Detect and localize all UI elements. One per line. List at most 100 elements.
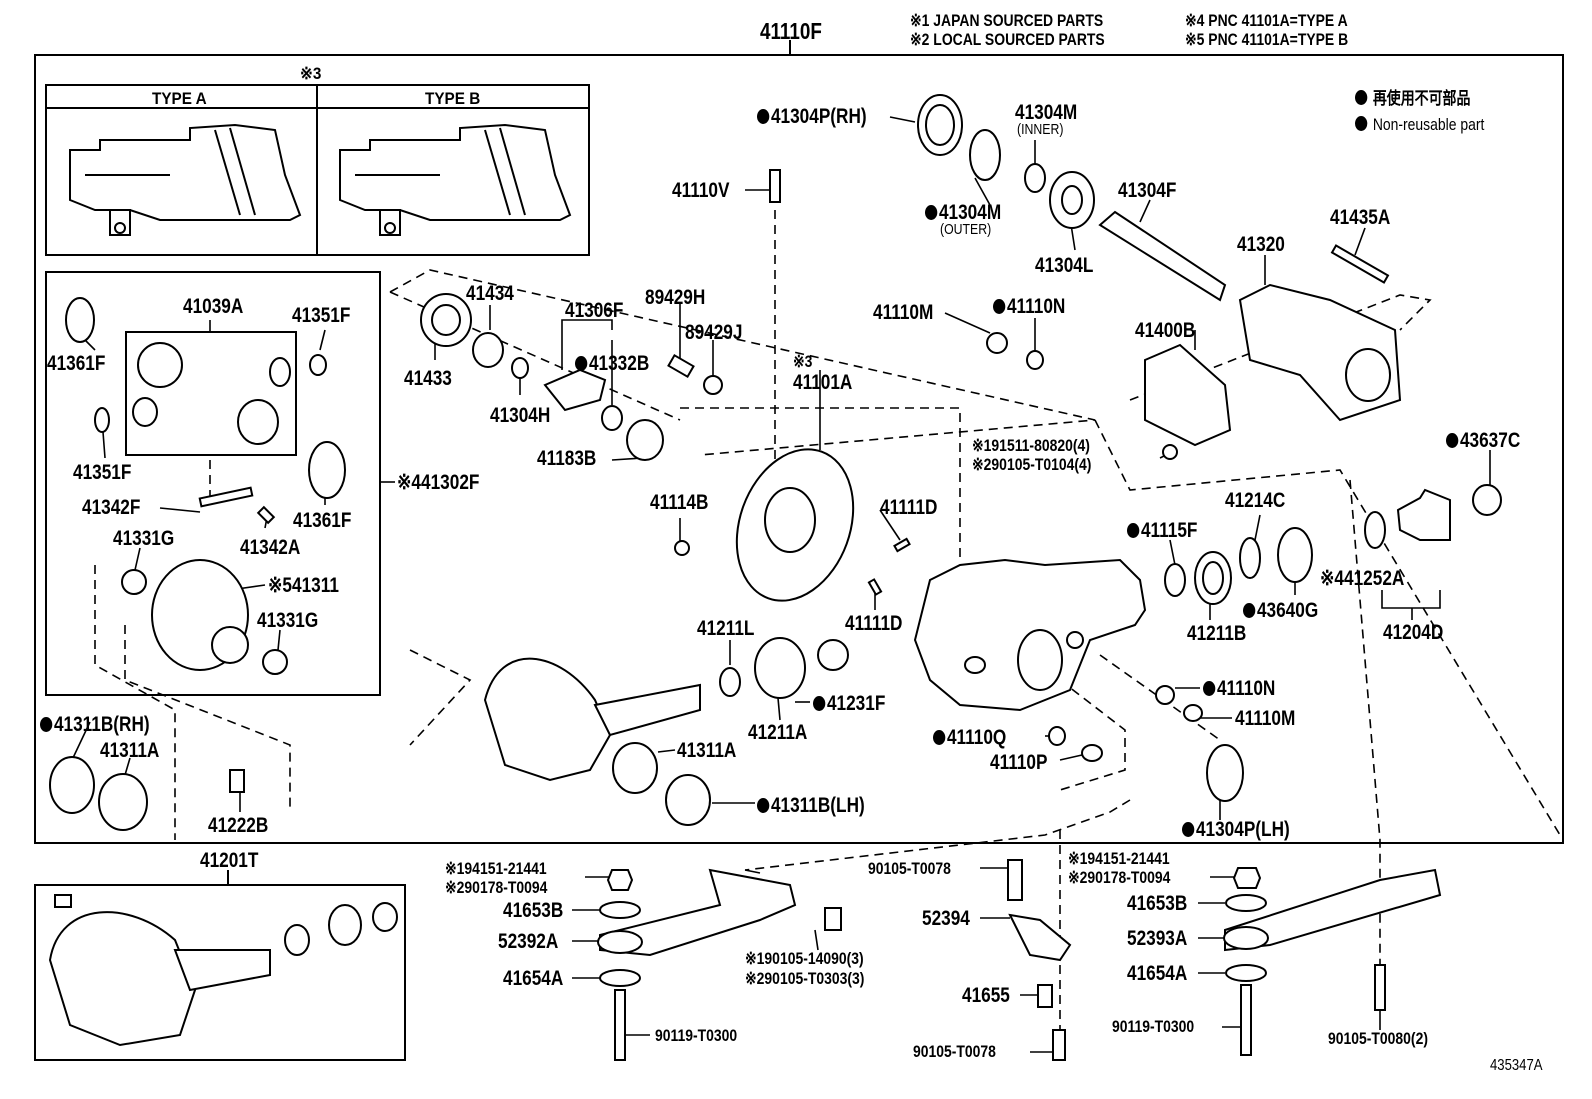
label-41311B-RH: 41311B(RH) [40, 714, 150, 735]
label-43637C: 43637C [1446, 430, 1520, 451]
non-reusable-dot-icon [1127, 523, 1140, 538]
non-reusable-dot-icon [1355, 116, 1368, 131]
label-41351F-b: 41351F [73, 461, 132, 484]
label-41654A-l: 41654A [503, 967, 564, 990]
label-bolt-jp: ※191511-80820(4) [972, 436, 1090, 455]
label-41400B: 41400B [1135, 319, 1196, 342]
assembly-code: 41110F [760, 18, 822, 44]
label-inner: (INNER) [1017, 121, 1064, 138]
label-41211L: 41211L [697, 617, 755, 640]
non-reusable-dot-icon [1203, 681, 1216, 696]
label-89429H: 89429H [645, 286, 706, 309]
label-41204D: 41204D [1383, 621, 1444, 644]
label-41304M-outer: 41304M [925, 202, 1001, 223]
label-41331G-b: 41331G [257, 609, 319, 632]
label-41304P-RH: 41304P(RH) [757, 106, 867, 127]
label-41302F: ※441302F [397, 471, 480, 494]
label-41183B: 41183B [537, 447, 597, 470]
label-41114B: 41114B [650, 491, 709, 514]
label-43640G: 43640G [1243, 600, 1318, 621]
label-41101A: 41101A [793, 371, 853, 394]
diagram-id: 435347A [1490, 1057, 1543, 1074]
label-41331G-a: 41331G [113, 527, 175, 550]
label-41214C: 41214C [1225, 489, 1286, 512]
non-reusable-dot-icon [1446, 433, 1459, 448]
note-type-b: ※5 PNC 41101A=TYPE B [1185, 30, 1349, 49]
non-reusable-dot-icon [933, 730, 946, 745]
label-41361F-b: 41361F [293, 509, 352, 532]
label-41110V: 41110V [672, 179, 730, 202]
label-52393A: 52393A [1127, 927, 1188, 950]
label-41110Q: 41110Q [933, 727, 1006, 748]
type-b-housing [339, 123, 572, 236]
non-reusable-dot-icon [1243, 603, 1256, 618]
label-90119-l: 90119-T0300 [655, 1026, 738, 1045]
label-41222B: 41222B [208, 814, 269, 837]
label-90105-T0078-b: 90105-T0078 [913, 1042, 996, 1061]
label-41311A-l: 41311A [100, 739, 160, 762]
label-41311: ※541311 [268, 574, 339, 597]
note-type-a: ※4 PNC 41101A=TYPE A [1185, 11, 1348, 30]
label-41361F-a: 41361F [47, 352, 106, 375]
label-nut-l-jp: ※194151-21441 [445, 859, 547, 878]
label-ref3b: ※3 [793, 352, 813, 371]
label-bolt3-jp: ※190105-14090(3) [745, 949, 864, 968]
label-41653B-r: 41653B [1127, 892, 1188, 915]
label-41653B-l: 41653B [503, 899, 564, 922]
note-japan-sourced: ※1 JAPAN SOURCED PARTS [910, 11, 1104, 30]
label-41110N-b: 41110N [1203, 678, 1275, 699]
type-inset-ref: ※3 [300, 64, 322, 83]
type-b-title: TYPE B [425, 89, 481, 108]
label-41304H: 41304H [490, 404, 551, 427]
non-reusable-dot-icon [813, 696, 826, 711]
label-89429J: 89429J [685, 321, 743, 344]
label-41304L: 41304L [1035, 254, 1094, 277]
note-local-sourced: ※2 LOCAL SOURCED PARTS [910, 30, 1105, 49]
label-90105-T0078-a: 90105-T0078 [868, 859, 951, 878]
label-41433: 41433 [404, 367, 452, 390]
legend-en: Non-reusable part [1355, 116, 1484, 133]
label-41434: 41434 [466, 282, 514, 305]
label-41111D-a: 41111D [880, 496, 938, 519]
non-reusable-dot-icon [757, 109, 770, 124]
label-41110M-b: 41110M [1235, 707, 1296, 730]
label-outer: (OUTER) [940, 221, 992, 238]
label-41111D-b: 41111D [845, 612, 903, 635]
label-nut-r-jp: ※194151-21441 [1068, 849, 1170, 868]
label-41332B: 41332B [575, 353, 649, 374]
part-drawings [48, 94, 1502, 1061]
non-reusable-dot-icon [575, 356, 588, 371]
label-41311B-LH: 41311B(LH) [757, 795, 865, 816]
label-41201T: 41201T [200, 849, 259, 872]
label-41304M-inner: 41304M [1015, 101, 1078, 124]
label-41110P: 41110P [990, 751, 1048, 774]
label-41351F-a: 41351F [292, 304, 351, 327]
label-41304P-LH: 41304P(LH) [1182, 819, 1290, 840]
non-reusable-dot-icon [925, 205, 938, 220]
label-41039A: 41039A [183, 295, 244, 318]
legend-jp: 再使用不可部品 [1355, 90, 1470, 107]
label-41110N-top: 41110N [993, 296, 1065, 317]
label-41435A: 41435A [1330, 206, 1391, 229]
label-nut-l-local: ※290178-T0094 [445, 878, 548, 897]
non-reusable-dot-icon [993, 299, 1006, 314]
label-41304F: 41304F [1118, 179, 1177, 202]
label-52392A: 52392A [498, 930, 559, 953]
ring-gear-frame [34, 884, 406, 1061]
label-41342A: 41342A [240, 536, 301, 559]
label-41342F: 41342F [82, 496, 141, 519]
type-a-title: TYPE A [152, 89, 207, 108]
label-bolt-local: ※290105-T0104(4) [972, 455, 1092, 474]
label-41110M-top: 41110M [873, 301, 934, 324]
label-41211A: 41211A [748, 721, 808, 744]
label-90105-T0080: 90105-T0080(2) [1328, 1029, 1428, 1048]
label-90119-r: 90119-T0300 [1112, 1017, 1195, 1036]
label-41654A-r: 41654A [1127, 962, 1188, 985]
label-41311A-r: 41311A [677, 739, 737, 762]
label-52394: 52394 [922, 907, 970, 930]
label-41252A: ※441252A [1320, 567, 1405, 590]
non-reusable-dot-icon [757, 798, 770, 813]
diff-case-frame [45, 271, 381, 696]
label-41211B: 41211B [1187, 622, 1247, 645]
